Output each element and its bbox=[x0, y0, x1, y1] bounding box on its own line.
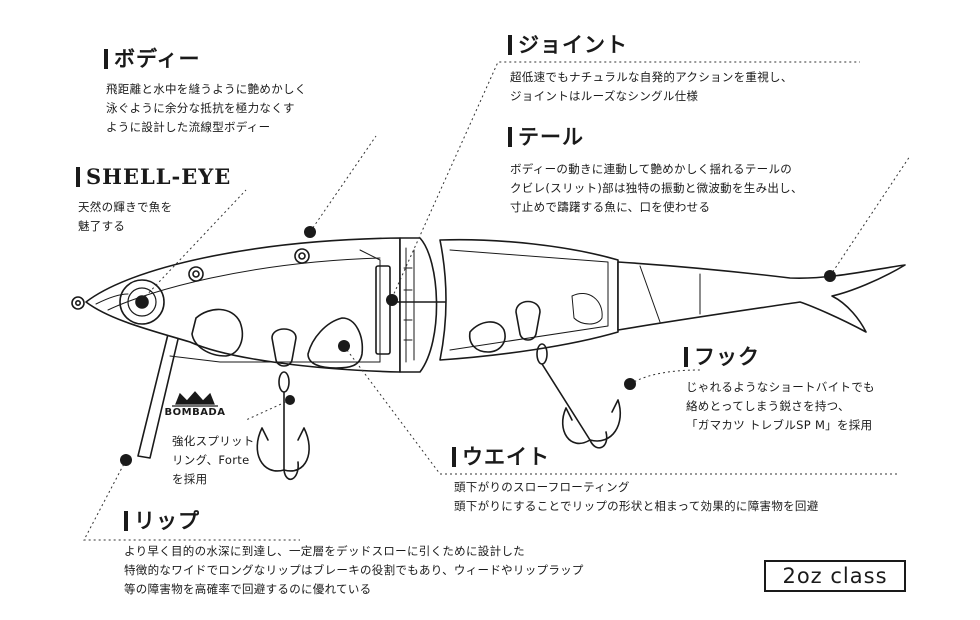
heading-lip: リップ bbox=[124, 510, 200, 531]
leader-shell-eye bbox=[141, 189, 247, 301]
heading-shell-eye: SHELL-EYE bbox=[76, 166, 231, 187]
dot-joint bbox=[386, 294, 398, 306]
leader-lip bbox=[83, 459, 300, 541]
rear-body-outline bbox=[439, 238, 619, 361]
heading-tail: テール bbox=[508, 126, 584, 147]
leader-body bbox=[309, 135, 377, 233]
line-tie bbox=[71, 296, 85, 310]
text-joint: 超低速でもナチュラルな自発的アクションを重視し、 ジョイントはルーズなシングル仕… bbox=[510, 70, 793, 103]
weight-class-badge: 2oz class bbox=[764, 560, 906, 592]
text-hook: じゃれるようなショートバイトでも 絡めとってしまう鋭さを持つ、 「ガマカツ トレ… bbox=[686, 380, 875, 432]
dot-split-ring bbox=[285, 395, 295, 405]
text-shell-eye: 天然の輝きで魚を 魅了する bbox=[78, 200, 173, 233]
shell-eye bbox=[119, 279, 165, 325]
heading-weight: ウエイト bbox=[452, 446, 550, 467]
dot-tail bbox=[824, 270, 836, 282]
leader-split-ring bbox=[245, 399, 291, 421]
front-treble-hook bbox=[256, 391, 310, 481]
dot-lip bbox=[120, 454, 132, 466]
leader-joint bbox=[391, 61, 860, 299]
tail-outline bbox=[617, 261, 906, 333]
heading-body: ボディー bbox=[104, 48, 201, 69]
rear-treble-hook bbox=[541, 363, 622, 449]
text-lip: より早く目的の水深に到達し、一定層をデッドスローに引くために設計した 特徴的なワ… bbox=[124, 544, 584, 596]
joint-block bbox=[399, 237, 438, 373]
crown-icon bbox=[172, 391, 218, 407]
text-weight: 頭下がりのスローフローティング 頭下がりにすることでリップの形状と相まって効果的… bbox=[454, 480, 819, 513]
text-body: 飛距離と水中を縫うように艶めかしく 泳ぐように余分な抵抗を極力なくす ように設計… bbox=[106, 82, 307, 134]
front-body-outline bbox=[85, 237, 401, 373]
dot-weight bbox=[338, 340, 350, 352]
leader-weight bbox=[343, 345, 900, 475]
heading-hook: フック bbox=[684, 346, 760, 367]
dot-hook bbox=[624, 378, 636, 390]
leader-hook bbox=[629, 369, 701, 385]
text-tail: ボディーの動きに連動して艶めかしく揺れるテールの クビレ(スリット)部は独特の振… bbox=[510, 162, 803, 214]
brand-logo: BOMBADA bbox=[160, 390, 230, 420]
text-split-ring: 強化スプリット リング、Forte を採用 bbox=[172, 434, 255, 486]
leader-tail bbox=[829, 155, 911, 277]
dot-body bbox=[304, 226, 316, 238]
dot-shell-eye bbox=[137, 297, 147, 307]
brand-logo-text: BOMBADA bbox=[164, 407, 226, 418]
heading-joint: ジョイント bbox=[508, 34, 628, 55]
